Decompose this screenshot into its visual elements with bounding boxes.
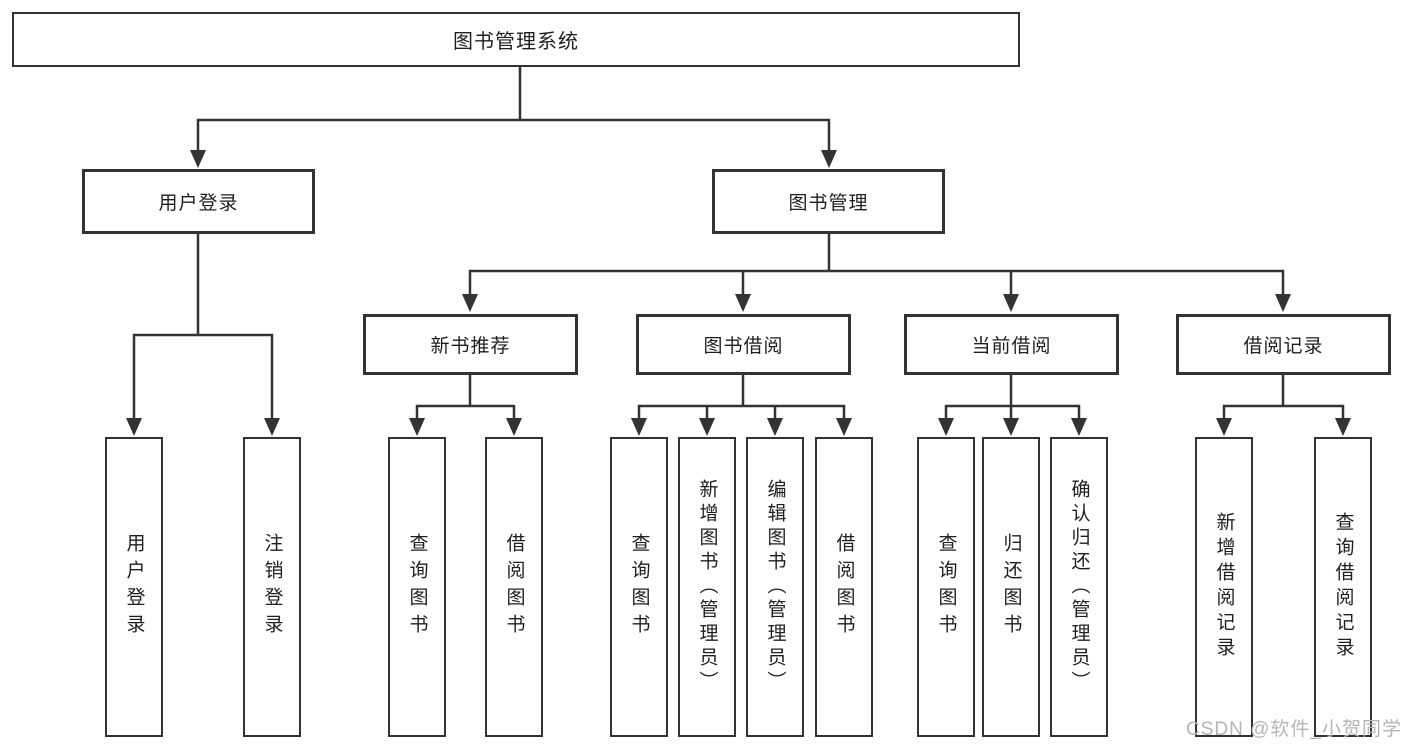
node-label: 用户登录 [158,193,239,214]
node-label: 查询图书 [935,533,957,641]
node-label: 归还图书 [1000,533,1022,641]
node-borrow-records: 借阅记录 [1176,314,1391,375]
leaf-borrow-books: 借阅图书 [815,437,873,737]
csdn-watermark: CSDN @软件_小贺同学 [1186,719,1402,740]
connector-current-branch [944,374,1081,420]
node-label: 查询借阅记录 [1332,512,1354,662]
leaf-user-login: 用户登录 [105,437,163,737]
leaf-add-books-admin: 新增图书（管理员） [678,437,736,737]
node-label: 注销登录 [261,533,283,641]
connector-borrow-branch [637,374,846,420]
connector-records-branch [1222,374,1345,420]
node-label: 新增借阅记录 [1213,512,1235,662]
node-label: 借阅图书 [503,533,525,641]
node-label: 新增图书（管理员） [696,479,718,695]
node-root-system: 图书管理系统 [12,12,1020,67]
node-label: 借阅记录 [1243,336,1324,357]
connector-userlogin-branch [132,232,274,420]
node-new-book-recommend: 新书推荐 [363,314,578,375]
node-label: 图书管理系统 [453,31,579,53]
leaf-query-books-recommend: 查询图书 [388,437,446,737]
node-label: 编辑图书（管理员） [764,479,786,695]
leaf-edit-books-admin: 编辑图书（管理员） [746,437,804,737]
node-label: 确认归还（管理员） [1068,479,1090,695]
connector-bookmgmt-branch [468,232,1285,296]
leaf-return-books: 归还图书 [982,437,1040,737]
node-label: 用户登录 [123,533,145,641]
node-book-management-module: 图书管理 [712,169,945,234]
node-label: 图书借阅 [703,336,784,357]
node-label: 查询图书 [628,533,650,641]
leaf-logout: 注销登录 [243,437,301,737]
node-user-login-module: 用户登录 [82,169,315,234]
node-label: 借阅图书 [833,533,855,641]
connector-root-to-level2 [196,66,831,152]
node-label: 新书推荐 [430,336,511,357]
node-label: 图书管理 [788,193,869,214]
leaf-add-borrow-record: 新增借阅记录 [1195,437,1253,737]
leaf-query-borrow-record: 查询借阅记录 [1314,437,1372,737]
leaf-confirm-return-admin: 确认归还（管理员） [1050,437,1108,737]
node-label: 当前借阅 [971,336,1052,357]
node-label: 查询图书 [406,533,428,641]
node-current-borrowing: 当前借阅 [904,314,1119,375]
connector-newbook-branch [415,374,516,420]
leaf-query-books-current: 查询图书 [917,437,975,737]
leaf-borrow-books-recommend: 借阅图书 [485,437,543,737]
node-book-borrowing: 图书借阅 [636,314,851,375]
leaf-query-books-borrowing: 查询图书 [610,437,668,737]
